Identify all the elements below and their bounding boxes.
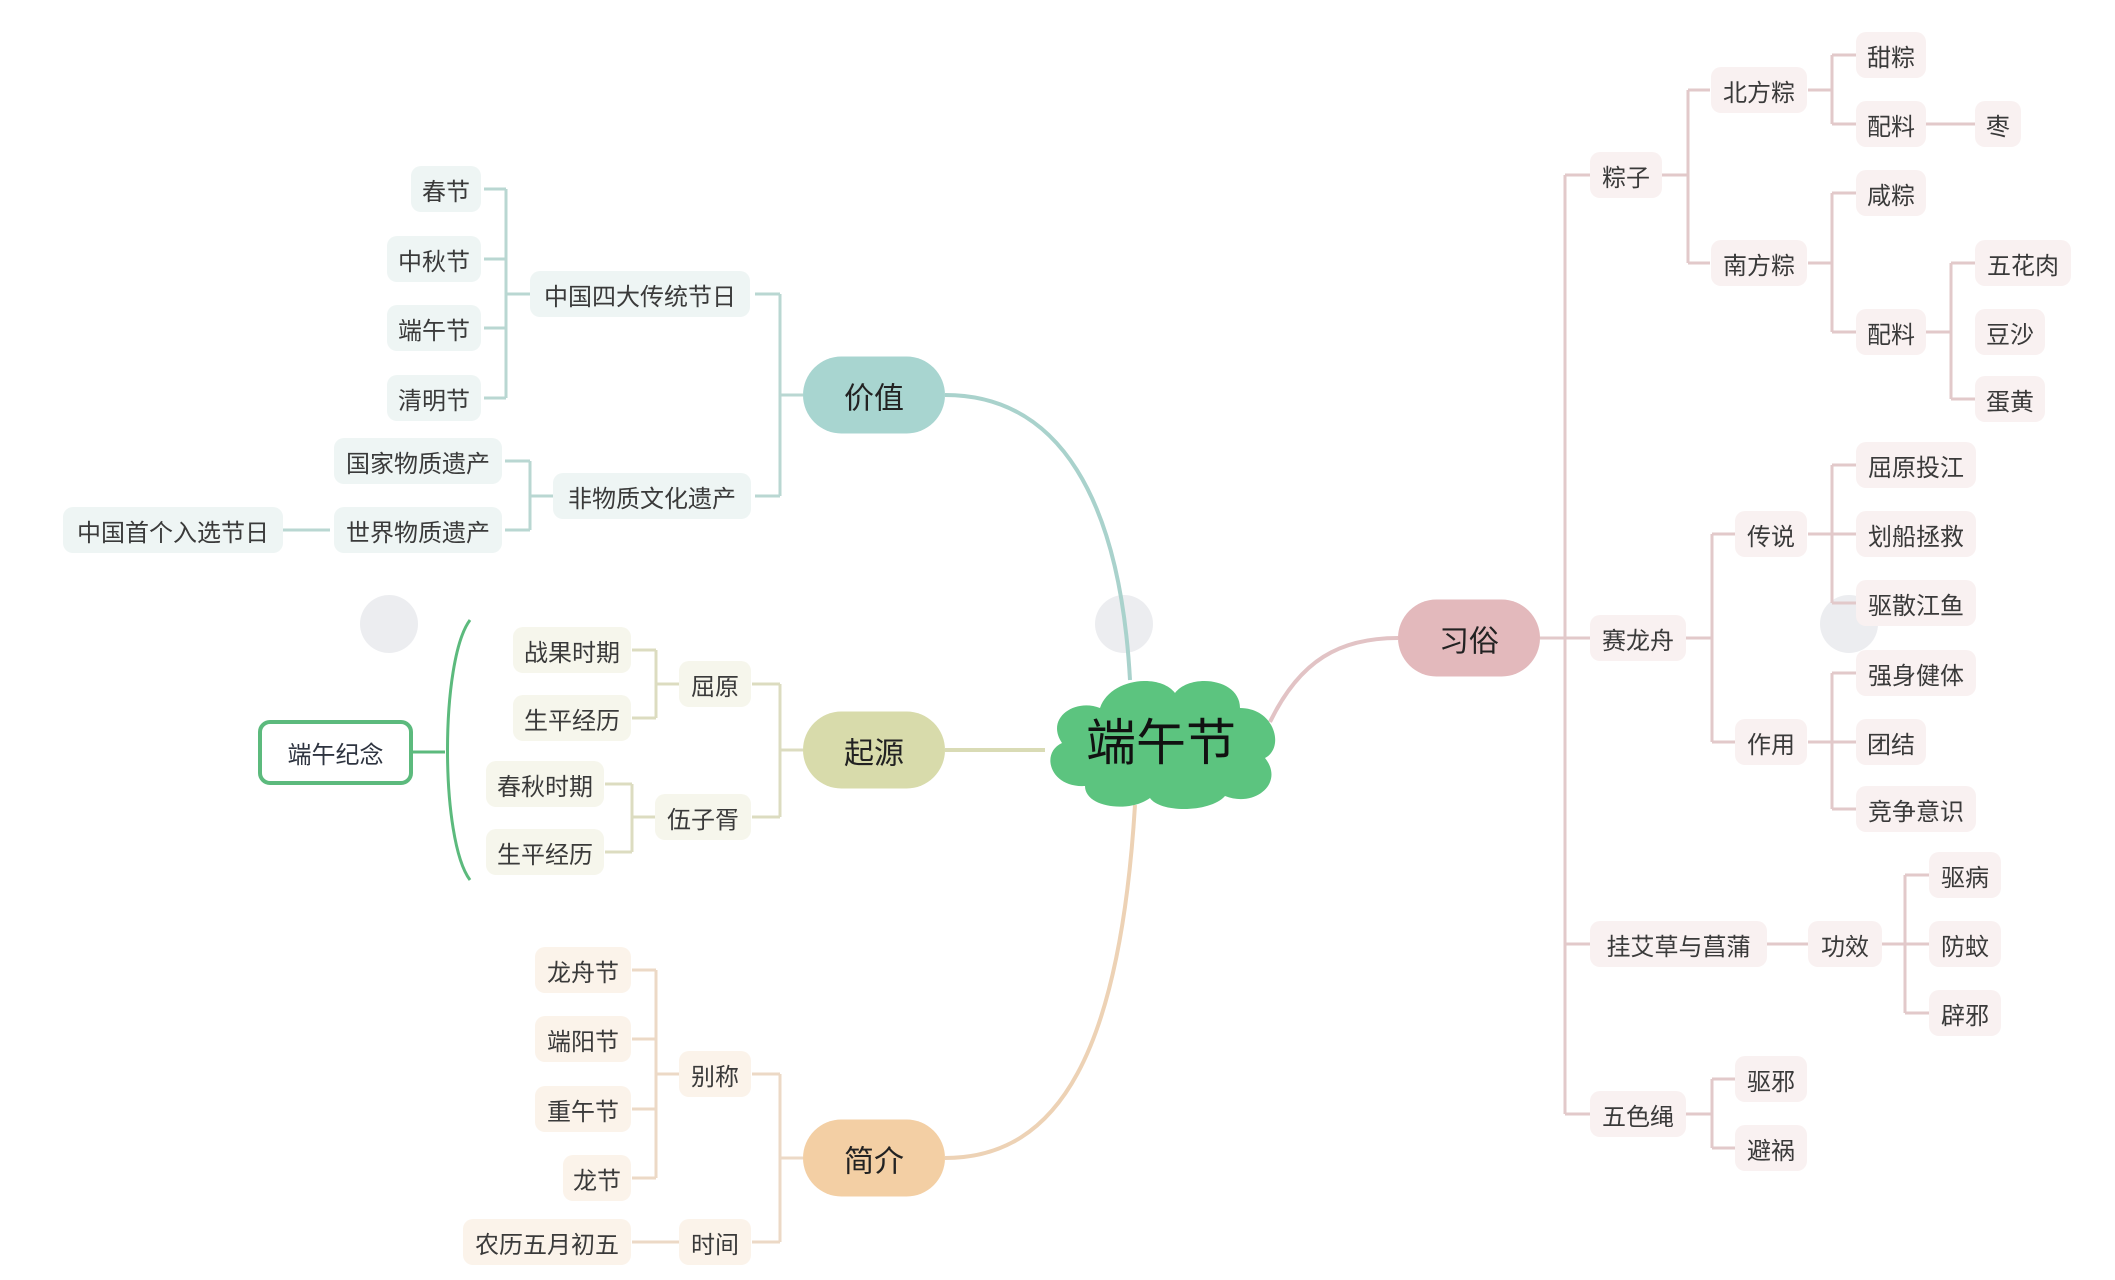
topic-time-value[interactable]: 农历五月初五 [463,1219,631,1265]
topic-spring-autumn[interactable]: 春秋时期 [486,761,604,807]
summary-dragon-boat-memorial[interactable]: 端午纪念 [258,720,413,785]
topic-mugwort-effect-3[interactable]: 辟邪 [1929,990,2001,1036]
topic-effect-2[interactable]: 团结 [1856,719,1926,765]
topic-mugwort[interactable]: 挂艾草与菖蒲 [1590,921,1767,967]
root-topic[interactable]: 端午节 [1040,668,1282,810]
topic-mugwort-effect-2[interactable]: 防蚊 [1929,921,2001,967]
topic-time[interactable]: 时间 [679,1219,751,1265]
branch-origin-label: 起源 [844,736,904,771]
topic-quyuan[interactable]: 屈原 [679,661,751,707]
topic-intangible-heritage[interactable]: 非物质文化遗产 [553,473,751,519]
topic-alias-chongwu[interactable]: 重午节 [535,1086,631,1132]
topic-alias-duanyang[interactable]: 端阳节 [535,1016,631,1062]
topic-salty-zongzi[interactable]: 咸粽 [1856,170,1926,216]
topic-legend-2[interactable]: 划船拯救 [1856,511,1976,557]
cloud-shape-icon [1050,681,1276,810]
topic-wuzixu-life[interactable]: 生平经历 [486,829,604,875]
topic-legend-3[interactable]: 驱散江鱼 [1856,580,1976,626]
topic-warring-states[interactable]: 战果时期 [513,627,631,673]
topic-four-festivals[interactable]: 中国四大传统节日 [530,271,750,317]
topic-world-heritage[interactable]: 世界物质遗产 [334,507,502,553]
branch-value[interactable]: 价值 [803,356,945,434]
topic-rope-1[interactable]: 驱邪 [1735,1056,1807,1102]
topic-north-zongzi[interactable]: 北方粽 [1711,67,1807,113]
topic-effect-1[interactable]: 强身健体 [1856,650,1976,696]
branch-intro[interactable]: 简介 [803,1119,945,1197]
topic-five-color-rope[interactable]: 五色绳 [1590,1091,1686,1137]
topic-race-effect[interactable]: 作用 [1735,719,1807,765]
topic-alias-long[interactable]: 龙节 [563,1155,631,1201]
branch-customs-label: 习俗 [1439,624,1499,659]
topic-legend-1[interactable]: 屈原投江 [1856,442,1976,488]
topic-south-ingredients[interactable]: 配料 [1856,309,1926,355]
topic-legend[interactable]: 传说 [1735,511,1807,557]
branch-customs[interactable]: 习俗 [1398,599,1540,677]
topic-bean-paste[interactable]: 豆沙 [1975,309,2045,355]
topic-wuzixu[interactable]: 伍子胥 [655,794,751,840]
topic-zongzi[interactable]: 粽子 [1590,152,1662,198]
topic-quyuan-life[interactable]: 生平经历 [513,695,631,741]
watermark-icon [360,595,418,653]
topic-north-ingredients[interactable]: 配料 [1856,101,1926,147]
topic-sweet-zongzi[interactable]: 甜粽 [1856,32,1926,78]
topic-egg-yolk[interactable]: 蛋黄 [1975,376,2045,422]
topic-first-selected[interactable]: 中国首个入选节日 [63,507,283,553]
topic-pork-belly[interactable]: 五花肉 [1975,240,2071,286]
branch-value-label: 价值 [844,381,904,416]
topic-mid-autumn[interactable]: 中秋节 [387,236,481,282]
topic-south-zongzi[interactable]: 南方粽 [1711,240,1807,286]
topic-mugwort-effect[interactable]: 功效 [1808,921,1882,967]
branch-origin[interactable]: 起源 [803,711,945,789]
topic-dragon-boat-race[interactable]: 赛龙舟 [1590,615,1686,661]
topic-national-heritage[interactable]: 国家物质遗产 [334,438,502,484]
topic-mugwort-effect-1[interactable]: 驱病 [1929,852,2001,898]
topic-dragon-boat-festival[interactable]: 端午节 [387,305,481,351]
topic-jujube[interactable]: 枣 [1975,101,2021,147]
topic-rope-2[interactable]: 避祸 [1735,1125,1807,1171]
topic-effect-3[interactable]: 竞争意识 [1856,786,1976,832]
branch-intro-label: 简介 [844,1144,904,1179]
topic-alias-longzhou[interactable]: 龙舟节 [535,947,631,993]
topic-aliases[interactable]: 别称 [679,1051,751,1097]
topic-qingming[interactable]: 清明节 [387,375,481,421]
topic-spring-festival[interactable]: 春节 [411,166,481,212]
root-topic-label: 端午节 [1086,714,1236,772]
